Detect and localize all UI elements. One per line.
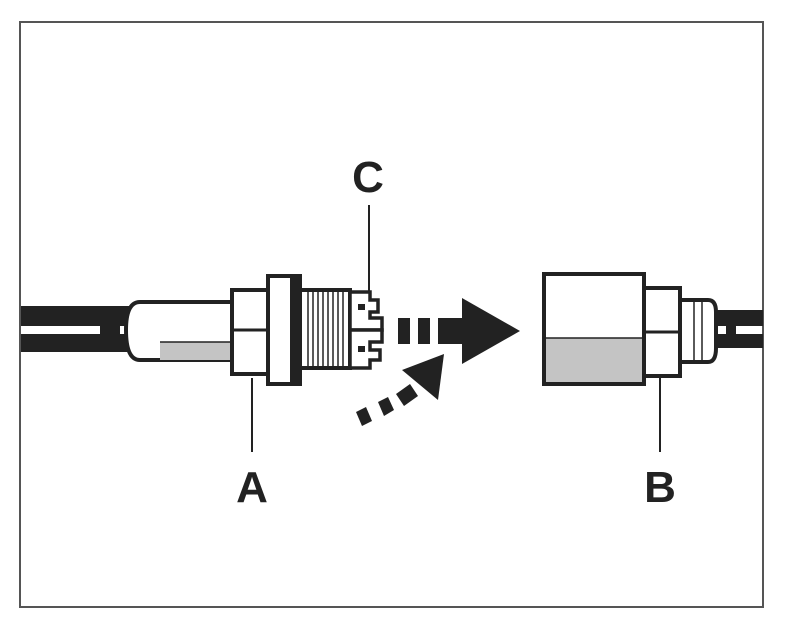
insert-arrow	[398, 298, 520, 364]
connector-a-hex-nut	[230, 288, 270, 376]
label-b: B	[644, 463, 676, 512]
label-a: A	[236, 463, 268, 512]
connector-b-tail	[678, 298, 718, 364]
connector-a-thread	[298, 288, 352, 370]
connector-a	[21, 274, 384, 386]
connector-b	[542, 272, 763, 386]
rotate-arrow	[356, 354, 444, 426]
connector-b-hex-nut	[642, 286, 682, 378]
cable-left	[21, 306, 146, 352]
cable-right	[716, 310, 763, 348]
connector-c-pins	[348, 290, 384, 370]
label-c: C	[352, 153, 384, 202]
